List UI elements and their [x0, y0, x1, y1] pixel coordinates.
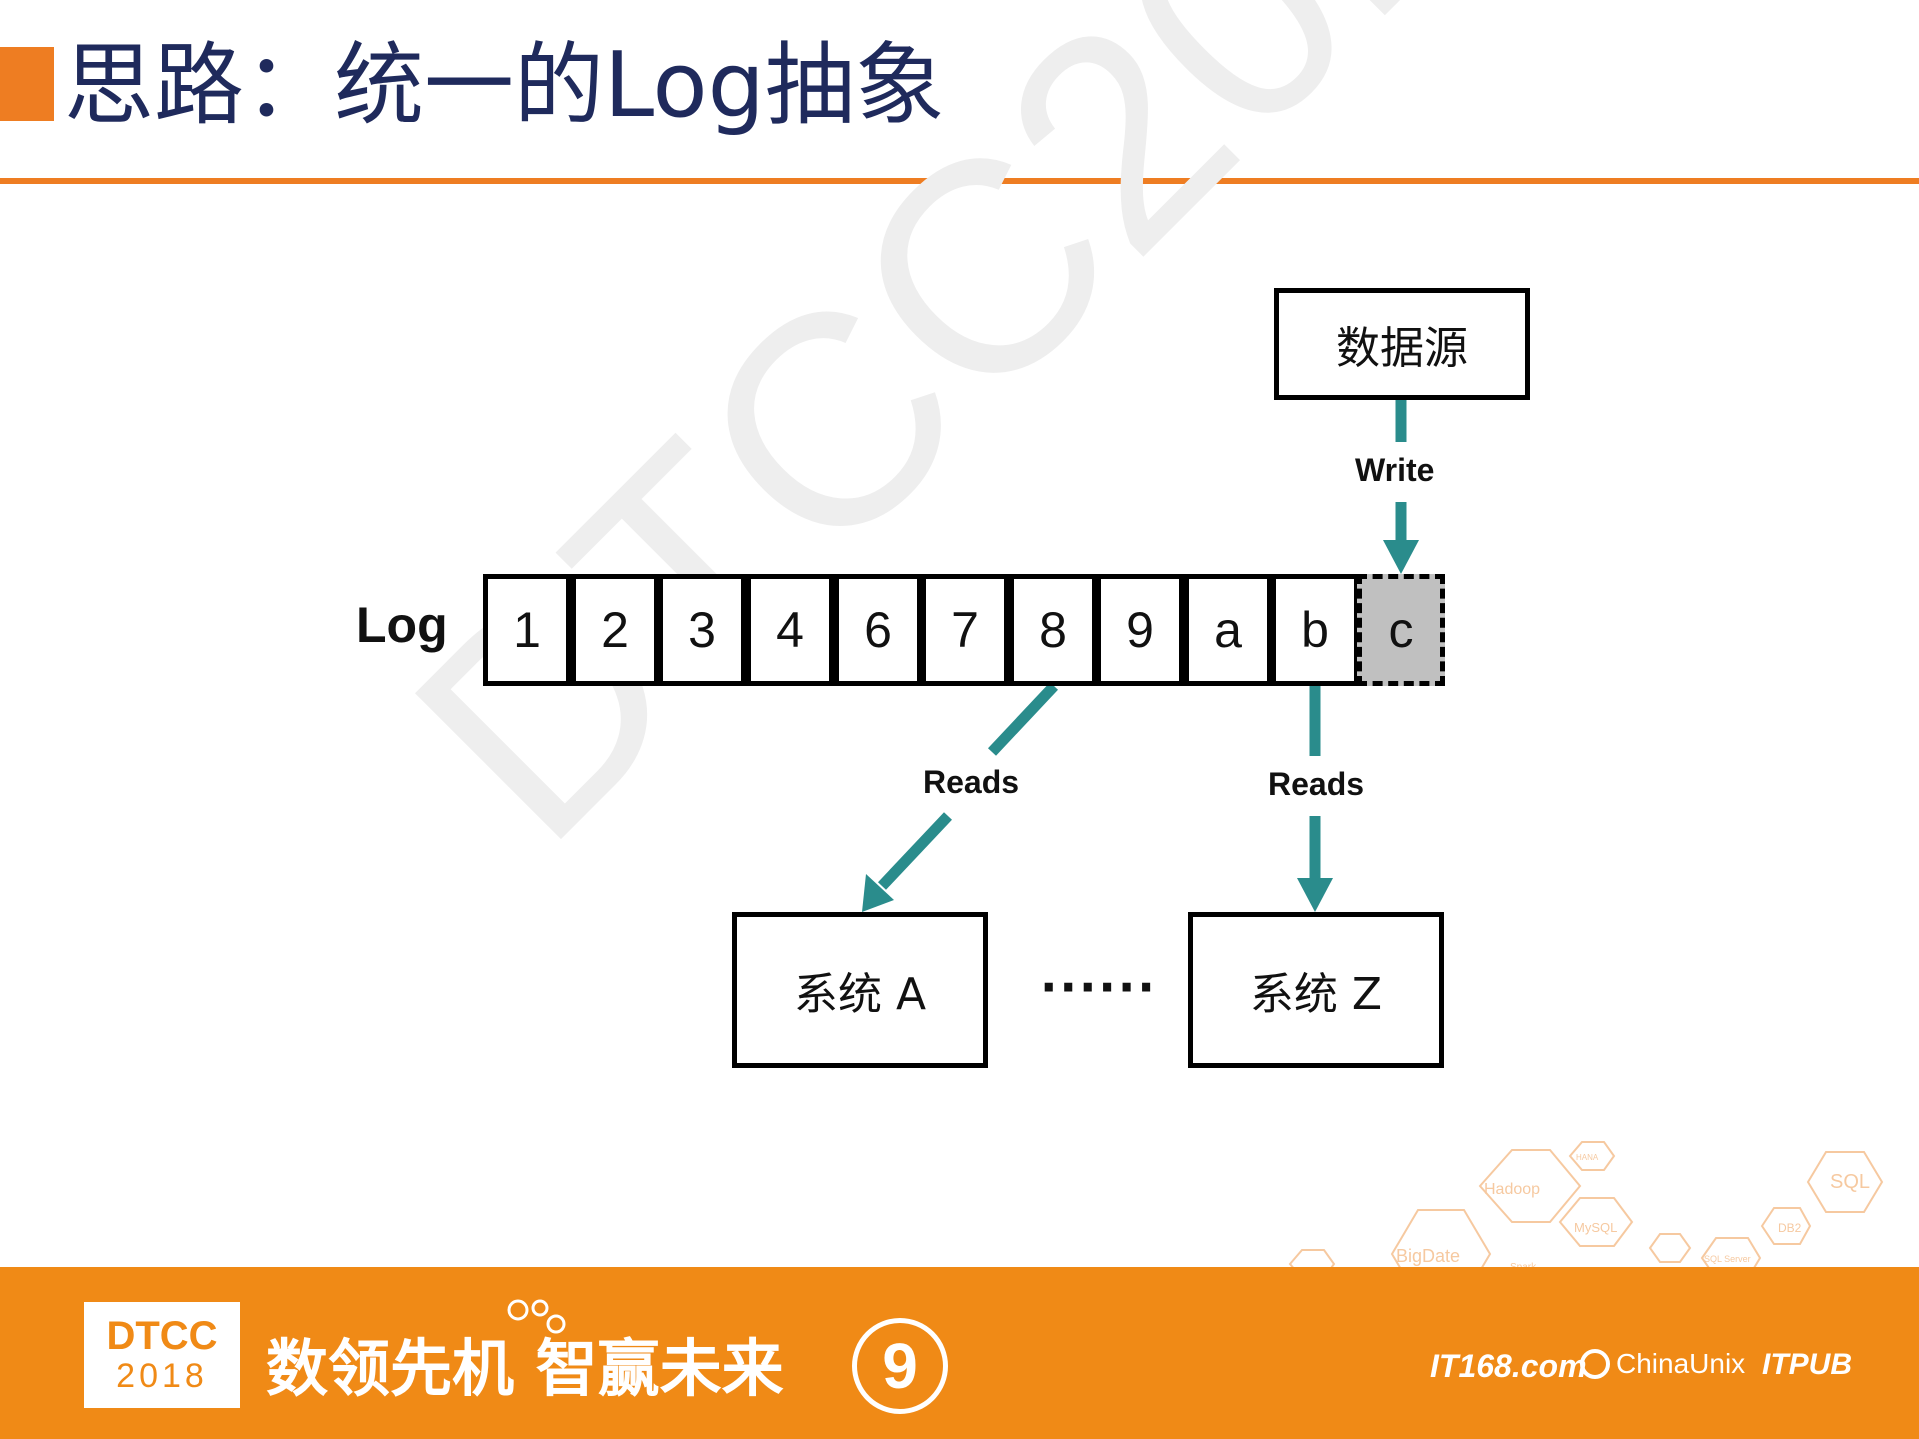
deco-tag: SQL Server	[1704, 1254, 1751, 1264]
log-cell: 6	[834, 574, 922, 686]
chinaunix-logo-icon	[1580, 1349, 1610, 1379]
write-arrowhead	[1383, 540, 1419, 574]
deco-tag: DB2	[1778, 1221, 1802, 1235]
hexagon-dots-icon	[507, 1299, 566, 1334]
read-arrowhead-right	[1297, 878, 1333, 912]
system-a-label: 系统 A	[793, 969, 927, 1020]
deco-tag: MySQL	[1574, 1220, 1617, 1235]
system-a-box: 系统 A	[732, 912, 988, 1068]
log-cell: b	[1271, 574, 1359, 686]
read-arrowhead-left	[862, 874, 894, 912]
write-label: Write	[1355, 452, 1435, 488]
read-arrow-left-upper	[987, 682, 1059, 756]
deco-tag: BigDate	[1396, 1246, 1460, 1266]
data-source-label: 数据源	[1336, 323, 1468, 374]
system-z-label: 系统 Z	[1249, 969, 1383, 1020]
partner-chinaunix: ChinaUnix	[1580, 1348, 1745, 1380]
ellipsis: ······	[1040, 960, 1157, 1014]
deco-tag: Hadoop	[1484, 1181, 1540, 1198]
log-cell: a	[1184, 574, 1272, 686]
partner-it168: IT168.com	[1430, 1348, 1587, 1384]
logo-name: DTCC	[106, 1314, 218, 1358]
edition-badge: 9	[852, 1318, 948, 1414]
log-cell: 2	[571, 574, 659, 686]
title-accent-bar	[0, 47, 54, 121]
footer-slogan: 数领先机 智赢未来	[266, 1332, 784, 1405]
deco-tag: HANA	[1576, 1153, 1599, 1162]
deco-tag: SQL	[1830, 1171, 1870, 1193]
logo-year: 2018	[116, 1357, 208, 1395]
log-cell: 1	[483, 574, 571, 686]
log-cell: 4	[746, 574, 834, 686]
log-cell-pending: c	[1357, 574, 1445, 686]
log-label: Log	[356, 597, 448, 653]
title-divider	[0, 178, 1919, 184]
system-z-box: 系统 Z	[1188, 912, 1444, 1068]
dtcc-logo: DTCC 2018	[84, 1302, 240, 1408]
partner-itpub: ITPUB	[1762, 1348, 1852, 1381]
log-cell: 9	[1096, 574, 1184, 686]
log-cell: 7	[921, 574, 1009, 686]
read-arrow-left-lower	[877, 812, 953, 890]
data-source-box: 数据源	[1274, 288, 1530, 400]
log-cell: 3	[658, 574, 746, 686]
slide-title: 思路：统一的Log抽象	[64, 33, 945, 138]
partner-chinaunix-label: ChinaUnix	[1616, 1348, 1746, 1379]
log-cell: 8	[1009, 574, 1097, 686]
reads-label-right: Reads	[1268, 766, 1365, 802]
reads-label-left: Reads	[923, 764, 1020, 800]
